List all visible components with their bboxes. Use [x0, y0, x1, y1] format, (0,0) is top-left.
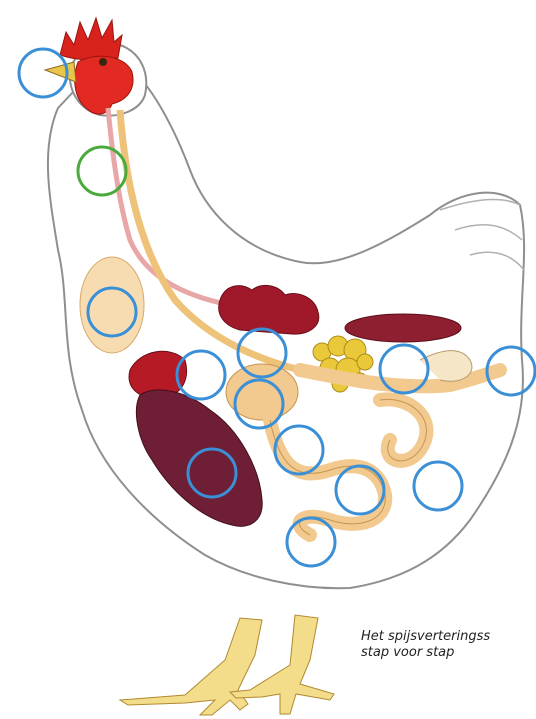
- comb: [60, 18, 122, 60]
- left-leg: [120, 618, 262, 715]
- beak: [45, 62, 76, 82]
- caption-line-2: stap voor stap: [361, 645, 536, 661]
- caption-line-1: Het spijsverteringss: [361, 629, 536, 645]
- eye: [99, 58, 107, 66]
- kidney: [345, 314, 461, 342]
- caption: Het spijsverteringss stap voor stap: [361, 629, 536, 661]
